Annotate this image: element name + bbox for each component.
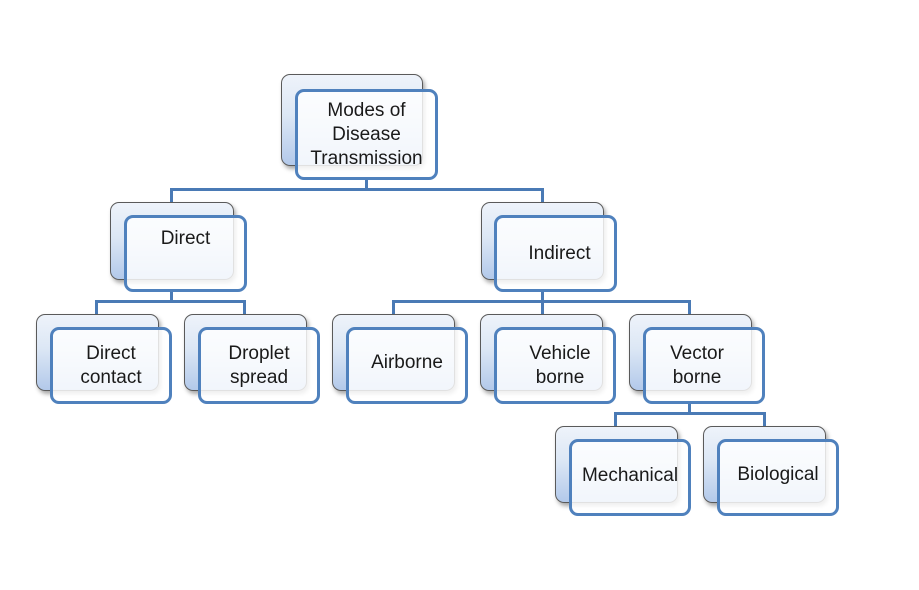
node-label: Direct contact: [80, 342, 142, 388]
connector-root-stem: [365, 179, 368, 191]
node-card: Biological: [717, 439, 839, 516]
node-card: Mechanical: [569, 439, 691, 516]
node-card: Vector borne: [643, 327, 765, 404]
connector-indirect-bar: [392, 300, 691, 303]
connector-to-mechanical: [614, 412, 617, 427]
node-label: Biological: [737, 463, 819, 485]
node-label: Vehicle borne: [529, 342, 591, 388]
node-card: Droplet spread: [198, 327, 320, 404]
connector-to-droplet-spread: [243, 300, 246, 315]
node-label: Airborne: [371, 351, 443, 373]
connector-to-vector-borne: [688, 300, 691, 315]
connector-to-direct-contact: [95, 300, 98, 315]
connector-to-direct: [170, 188, 173, 203]
node-label: Vector borne: [670, 342, 724, 388]
node-card: Modes of Disease Transmission: [295, 89, 438, 180]
connector-vector-stem: [688, 403, 691, 415]
connector-to-biological: [763, 412, 766, 427]
connector-vector-bar: [614, 412, 766, 415]
node-label: Modes of Disease Transmission: [310, 99, 423, 169]
connector-indirect-stem: [541, 291, 544, 315]
node-card: Airborne: [346, 327, 468, 404]
node-label: Direct: [160, 228, 211, 249]
connector-direct-bar: [95, 300, 246, 303]
connector-to-airborne: [392, 300, 395, 315]
node-card: Indirect: [494, 215, 617, 292]
connector-to-indirect: [541, 188, 544, 203]
connector-level1-bar: [170, 188, 544, 191]
node-card: Direct: [124, 215, 247, 292]
node-card: Vehicle borne: [494, 327, 616, 404]
node-label: Indirect: [528, 242, 591, 264]
node-label: Droplet spread: [228, 342, 290, 388]
node-label: Mechanical: [581, 464, 679, 486]
connector-direct-stem: [170, 291, 173, 303]
node-card: Direct contact: [50, 327, 172, 404]
